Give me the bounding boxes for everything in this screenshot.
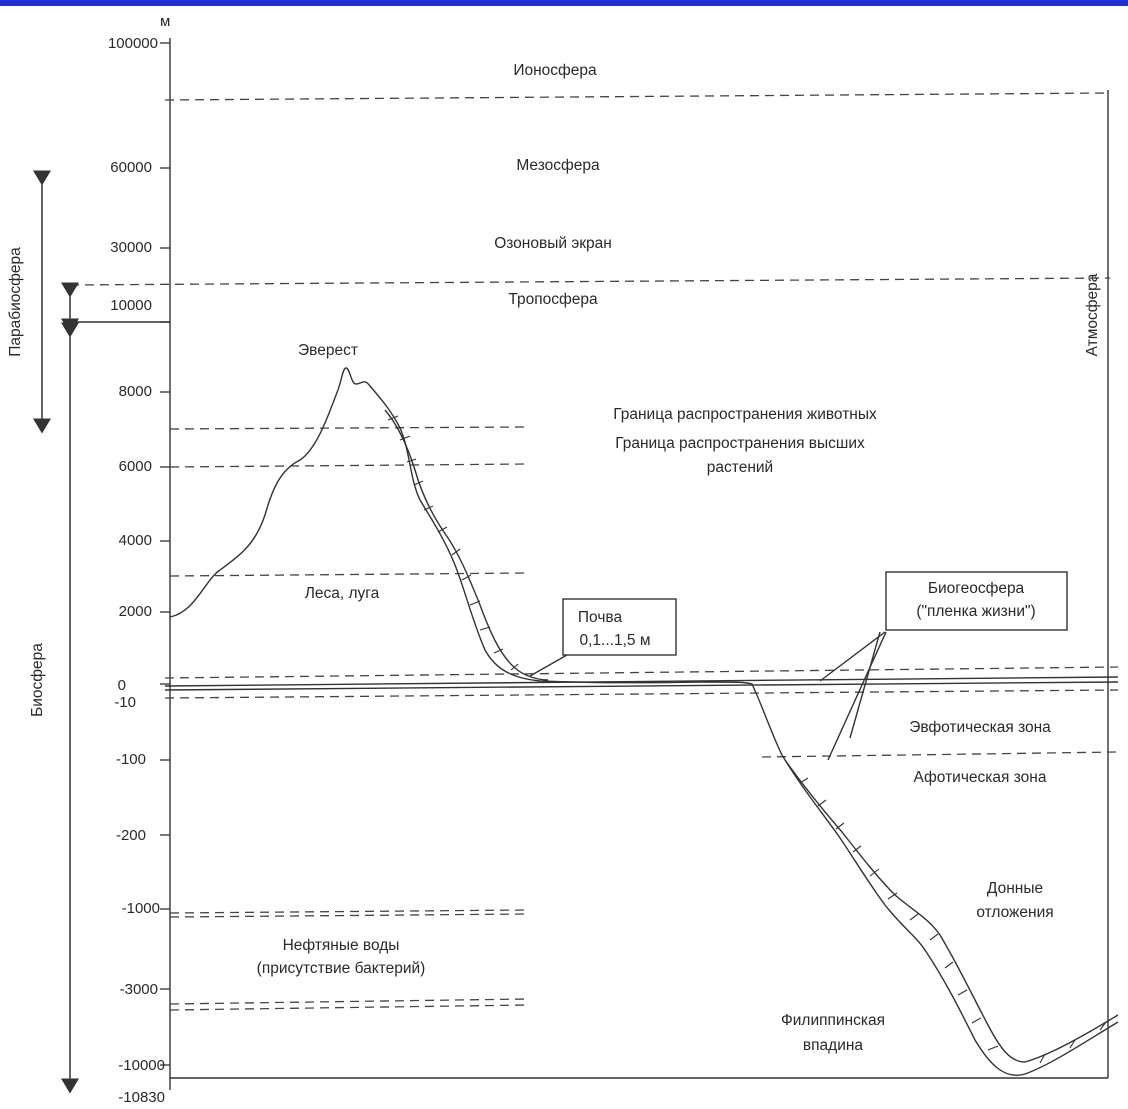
soil-callout-box xyxy=(562,598,677,656)
label-animals-limit: Граница распространения животных xyxy=(613,406,877,423)
label-oil-2: (присутствие бактерий) xyxy=(257,960,426,977)
tick-label: -3000 xyxy=(120,981,158,998)
oil-line-2 xyxy=(169,913,529,918)
layer-ionosphere: Ионосфера xyxy=(513,62,597,79)
label-forests: Леса, луга xyxy=(305,585,380,602)
label-trench-1: Филиппинская xyxy=(781,1012,885,1029)
biogeosphere-callout-box xyxy=(885,571,1068,631)
soil-callout-pointer xyxy=(529,654,568,677)
ionosphere-boundary xyxy=(164,92,1111,101)
tick-label: -10830 xyxy=(118,1089,165,1106)
tick-label: -200 xyxy=(116,827,146,844)
label-aphotic: Афотическая зона xyxy=(914,769,1047,786)
label-biogeosphere-1: Биогеосфера xyxy=(928,580,1025,597)
soil-layer-mountain xyxy=(384,409,549,681)
surface-line-2 xyxy=(164,681,1119,691)
tick-label: 4000 xyxy=(119,532,152,549)
label-sediments-1: Донные xyxy=(987,880,1043,897)
tick-label: 60000 xyxy=(110,159,152,176)
soil-hatching xyxy=(387,415,1107,1064)
animals-limit-line xyxy=(169,426,529,430)
axis-unit: м xyxy=(160,13,170,30)
surface-dash-upper xyxy=(164,666,1119,679)
tick-label: -10000 xyxy=(118,1057,165,1074)
label-biogeosphere-2: ("пленка жизни") xyxy=(916,603,1035,620)
layer-troposphere: Тропосфера xyxy=(508,291,598,308)
tick-label: 10000 xyxy=(110,297,152,314)
tick-label: 100000 xyxy=(108,35,158,52)
tick-label: 0 xyxy=(118,677,126,694)
label-biosphere: Биосфера xyxy=(29,643,46,717)
tick-label: 2000 xyxy=(119,603,152,620)
biogeosphere-pointer-2 xyxy=(849,631,881,739)
oil-line-1 xyxy=(169,909,529,914)
layer-mesosphere: Мезосфера xyxy=(516,157,600,174)
forests-limit-line xyxy=(169,572,529,577)
layer-ozone: Озоновый экран xyxy=(494,235,612,252)
label-plants-limit-2: растений xyxy=(707,459,773,476)
soil-layer-ocean xyxy=(784,759,1119,1063)
surface-line-1 xyxy=(164,676,1119,687)
label-soil-2: 0,1...1,5 м xyxy=(580,632,651,649)
troposphere-boundary xyxy=(69,277,1111,286)
label-trench-2: впадина xyxy=(803,1037,864,1054)
label-everest: Эверест xyxy=(298,342,358,359)
surface-dash-lower xyxy=(164,689,1119,699)
axis-tick-marks xyxy=(160,42,170,1066)
plants-limit-line xyxy=(169,463,529,468)
label-plants-limit-1: Граница распространения высших xyxy=(615,435,865,452)
top-color-bar xyxy=(0,0,1128,6)
tick-label: 30000 xyxy=(110,239,152,256)
axis-tick-labels: 100000 60000 30000 10000 8000 6000 4000 … xyxy=(108,35,165,1106)
label-euphotic: Эвфотическая зона xyxy=(909,719,1051,736)
tick-label: 8000 xyxy=(119,383,152,400)
biogeosphere-pointer-1 xyxy=(819,631,886,682)
label-oil-1: Нефтяные воды xyxy=(283,937,400,954)
tick-label: -10 xyxy=(114,694,136,711)
label-soil-1: Почва xyxy=(578,609,623,626)
tick-label: 6000 xyxy=(119,458,152,475)
label-sediments-2: отложения xyxy=(976,904,1053,921)
label-atmosphere: Атмосфера xyxy=(1084,273,1101,356)
label-parabiosphere: Парабиосфера xyxy=(7,247,24,357)
aphotic-boundary xyxy=(761,751,1119,758)
tick-label: -100 xyxy=(116,751,146,768)
tick-label: -1000 xyxy=(122,900,160,917)
mountain-profile xyxy=(169,367,1119,1076)
oil-line-3 xyxy=(169,998,529,1005)
oil-line-4 xyxy=(169,1004,529,1011)
biogeosphere-pointer-3 xyxy=(827,631,887,761)
